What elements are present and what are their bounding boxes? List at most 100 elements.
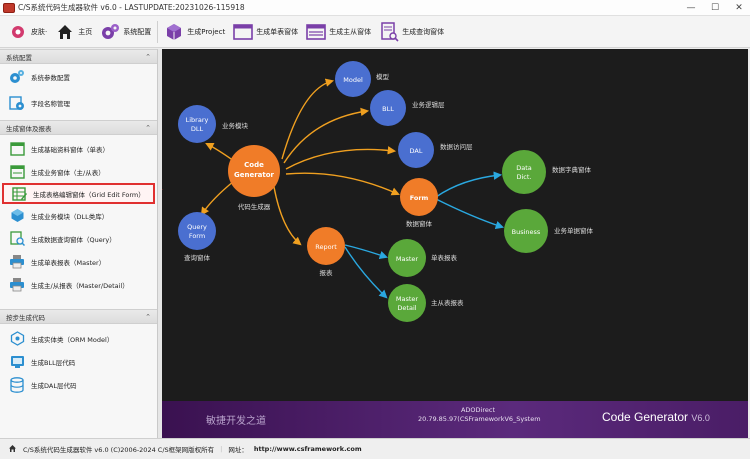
sidebar-item-query-form[interactable]: 生成数据查询窗体（Query） [0,227,157,250]
sidebar-item-business-form[interactable]: 生成业务窗体（主/从表） [0,160,157,183]
connector-report-masterdetail [344,246,388,299]
module-icon [9,208,25,224]
node-title: DLL [191,125,204,133]
connector-form-datadict [435,171,503,198]
node-title: Generator [234,171,275,179]
sidebar-item-dal-code[interactable]: 生成DAL层代码 [0,373,157,396]
query-form-label: 生成查询窗体 [402,27,445,36]
brand-name: Code Generator [602,410,689,424]
node-caption: 数据访问层 [440,142,473,151]
sidebar-item-label: 生成实体类（ORM Model） [31,335,114,344]
settings-button[interactable]: 系统配置 [96,18,155,46]
node-title: Library [186,116,209,124]
connector-form-business [435,198,504,229]
sidebar-item-bll-code[interactable]: 生成BLL层代码 [0,350,157,373]
connector-codegen-query [200,180,235,216]
skin-label: 皮肤· [31,27,48,36]
node-caption: 业务单据窗体 [554,226,594,235]
connector-codegen-library [205,143,235,162]
status-divider: | [220,445,223,453]
chevron-up-icon[interactable]: ⌃ [145,52,151,61]
master-detail-label: 生成主从窗体 [329,27,372,36]
sidebar-item-label: 生成数据查询窗体（Query） [31,235,116,244]
skin-button[interactable]: 皮肤· [4,18,51,46]
sidebar-item-label: 生成业务窗体（主/从表） [31,168,105,177]
query-icon [9,231,25,247]
field-gear-icon [9,95,25,111]
generate-project-button[interactable]: 生成Project [160,18,229,46]
connector-report-master [344,244,388,259]
chevron-up-icon[interactable]: ⌃ [145,123,151,132]
node-dal: DAL 数据访问层 [398,132,473,168]
sidebar-item-single-report[interactable]: 生成单表报表（Master） [0,250,157,273]
sidebar-item-system-params[interactable]: 系统参数配置 [0,64,157,90]
product-banner: 敏捷开发之道 ADODirect 20.79.85.97(CSFramework… [162,401,748,438]
grid-edit-icon [11,186,27,202]
site-label: 网址： [228,446,248,454]
node-caption: 业务模块 [222,121,249,130]
node-bll: BLL 业务逻辑层 [370,90,445,126]
group-header-system-config[interactable]: 系统配置 ⌃ [0,49,157,64]
maximize-button[interactable]: ☐ [710,3,720,13]
architecture-diagram: Code Generator 代码生成器 Library DLL 业务模块 Qu… [162,61,594,322]
home-button[interactable]: 主页 [51,18,96,46]
generate-master-detail-button[interactable]: 生成主从窗体 [302,18,375,46]
settings-label: 系统配置 [123,27,152,36]
node-query-form: Query Form 查询窗体 [178,212,216,262]
entity-icon [9,331,25,347]
home-label: 主页 [78,27,93,36]
copyright-text: C/S系统代码生成器软件 v6.0 (C)2006-2024 C/S框架网版权所… [23,446,215,454]
minimize-button[interactable]: — [686,3,696,13]
node-caption: 业务逻辑层 [412,100,445,109]
connector-codegen-form [285,172,400,196]
node-title: Master [396,295,419,303]
sidebar-item-label: 生成主/从报表（Master/Detail） [31,281,129,290]
connector-codegen-dal [285,146,397,170]
group-title: 按步生成代码 [6,313,45,322]
connector-codegen-report [273,186,302,246]
form-icon [9,141,25,157]
group-header-step-code[interactable]: 按步生成代码 ⌃ [0,309,157,324]
node-title: Model [343,76,363,84]
node-caption: 主从表报表 [431,298,464,307]
group-title: 系统配置 [6,53,32,62]
sidebar-item-master-detail-report[interactable]: 生成主/从报表（Master/Detail） [0,273,157,296]
node-title: Code [244,161,264,169]
close-button[interactable]: ✕ [735,3,743,13]
sidebar-item-basic-form[interactable]: 生成基础资料窗体（单表） [0,137,157,160]
website-link[interactable]: http://www.csframework.com [253,445,362,453]
title-bar: C/S系统代码生成器软件 v6.0 - LASTUPDATE:20231026-… [0,0,750,16]
single-form-label: 生成单表窗体 [256,27,299,36]
app-icon [3,2,15,13]
group-title: 生成窗体及报表 [6,124,52,133]
node-caption: 代码生成器 [238,202,271,211]
master-detail-form-icon [306,22,326,42]
sidebar-item-business-module[interactable]: 生成业务模块（DLL类库） [0,204,157,227]
sidebar-item-label: 系统参数配置 [31,74,70,82]
connector-codegen-model [281,78,335,160]
node-caption: 查询窗体 [184,253,211,262]
node-report: Report 报表 [307,227,345,277]
toolbar-divider [157,20,159,43]
sidebar-item-grid-edit-form[interactable]: 生成表格编辑窗体（Grid Edit Form） [2,183,155,204]
generate-query-form-button[interactable]: 生成查询窗体 [375,18,448,46]
node-caption: 单表报表 [431,253,458,262]
bll-icon [9,354,25,370]
node-caption: 模型 [376,72,390,81]
generate-single-form-button[interactable]: 生成单表窗体 [229,18,302,46]
chevron-up-icon[interactable]: ⌃ [145,312,151,321]
connection-info: ADODirect 20.79.85.97(CSFrameworkV6_Syst… [418,406,541,424]
node-caption: 报表 [320,268,334,277]
node-title: Report [315,243,337,251]
connector-codegen-bll [283,107,370,164]
project-label: 生成Project [187,27,226,36]
sidebar-splitter[interactable] [158,49,162,438]
sidebar-item-field-names[interactable]: 字段名称管理 [0,90,157,116]
sidebar-item-entity-class[interactable]: 生成实体类（ORM Model） [0,327,157,350]
form-icon [9,164,25,180]
window-title: C/S系统代码生成器软件 v6.0 - LASTUPDATE:20231026-… [18,3,245,12]
node-title: Detail [397,304,416,312]
status-bar: C/S系统代码生成器软件 v6.0 (C)2006-2024 C/S框架网版权所… [0,438,750,459]
query-form-icon [379,21,399,42]
group-header-generate-forms[interactable]: 生成窗体及报表 ⌃ [0,120,157,135]
